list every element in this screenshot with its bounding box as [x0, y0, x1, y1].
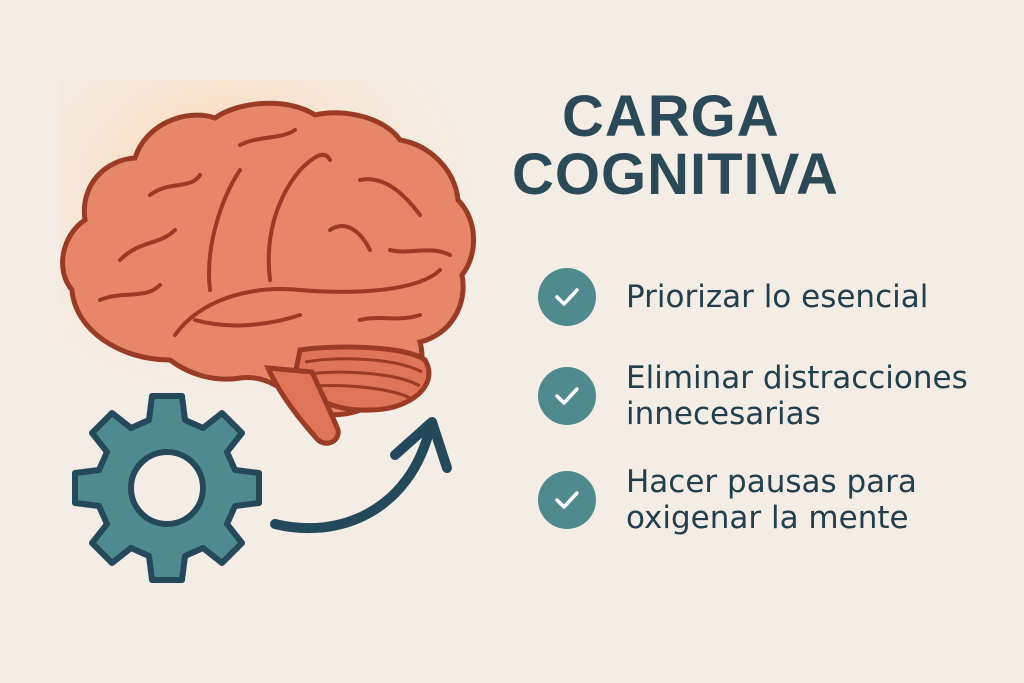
check-circle-icon — [538, 268, 596, 326]
checklist-item-text: Hacer pausas para oxigenar la mente — [626, 464, 917, 536]
checklist: Priorizar lo esencial Eliminar distracci… — [538, 268, 1018, 560]
check-circle-icon — [538, 367, 596, 425]
checklist-item-text: Priorizar lo esencial — [626, 279, 929, 315]
check-circle-icon — [538, 471, 596, 529]
curved-arrow-icon — [270, 417, 452, 534]
title-line-1: CARGA — [562, 84, 780, 149]
checklist-item: Eliminar distracciones innecesarias — [538, 360, 1018, 432]
checklist-item: Priorizar lo esencial — [538, 268, 1018, 326]
page-title: CARGA COGNITIVA — [512, 88, 932, 204]
checklist-item-text: Eliminar distracciones innecesarias — [626, 360, 968, 432]
title-line-2: COGNITIVA — [512, 142, 839, 207]
gear-icon — [72, 393, 262, 583]
checklist-item: Hacer pausas para oxigenar la mente — [538, 464, 1018, 536]
illustration — [60, 100, 476, 583]
brain-icon — [60, 100, 476, 446]
